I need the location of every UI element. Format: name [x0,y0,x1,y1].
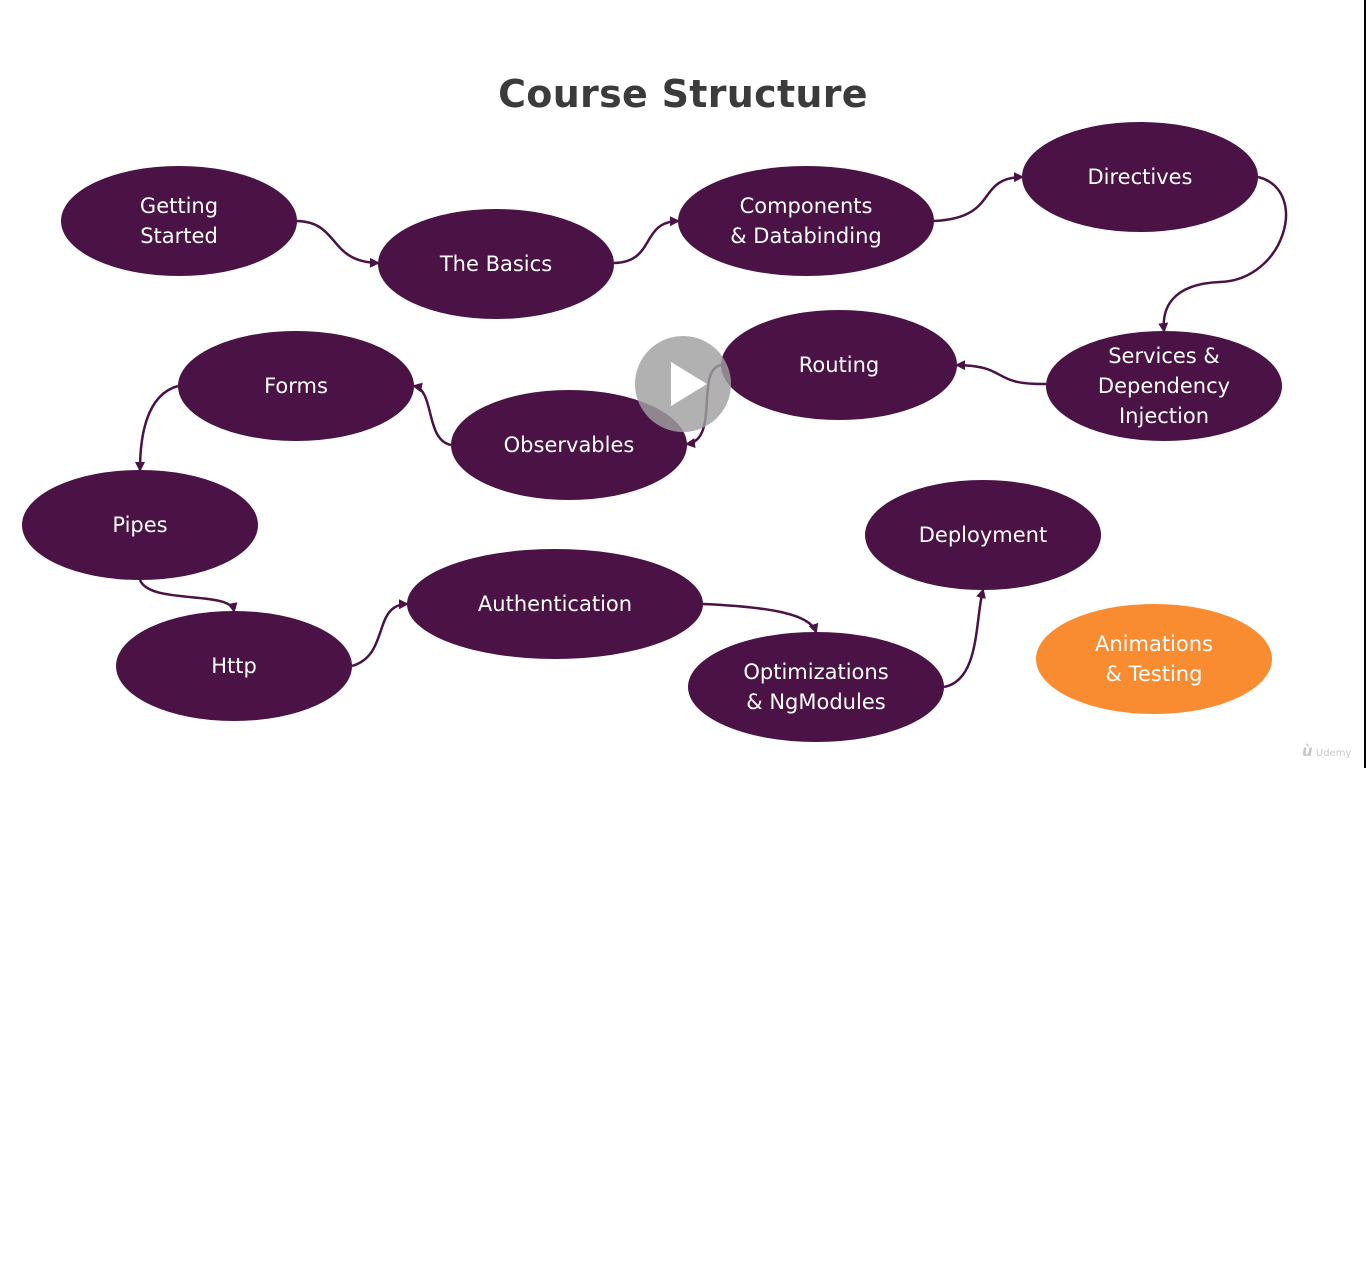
play-icon [671,362,707,406]
node-animations-testing: Animations & Testing [1036,604,1272,714]
node-forms: Forms [178,331,414,441]
node-deployment: Deployment [865,480,1101,590]
edge-directives-to-services-dependency-injection [1158,175,1288,333]
slide-edge [1364,0,1366,768]
edge-observables-to-forms [412,382,452,447]
node-directives: Directives [1022,122,1258,232]
node-label-routing: Routing [799,353,880,377]
node-label-optimizations-ngmodules: & NgModules [746,690,885,714]
node-shape-optimizations-ngmodules [688,632,944,742]
node-shape-components-databinding [678,166,934,276]
node-shape-animations-testing [1036,604,1272,714]
edge-forms-to-pipes [135,384,179,472]
node-label-services-dependency-injection: Dependency [1098,374,1230,398]
edge-the-basics-to-components-databinding [613,216,680,265]
edge-getting-started-to-the-basics [296,219,380,268]
node-label-observables: Observables [504,433,635,457]
edge-http-to-authentication [351,599,409,668]
edge-components-databinding-to-directives [933,172,1024,223]
node-the-basics: The Basics [378,209,614,319]
node-routing: Routing [721,310,957,420]
node-label-pipes: Pipes [112,513,167,537]
node-shape-services-dependency-injection [1046,331,1282,441]
node-label-components-databinding: & Databinding [730,224,881,248]
node-label-services-dependency-injection: Services & [1108,344,1220,368]
node-shape-pipes [22,470,258,580]
edge-optimizations-ngmodules-to-deployment [943,588,986,689]
node-shape-observables [451,390,687,500]
slide-title: Course Structure [498,72,868,116]
node-optimizations-ngmodules: Optimizations & NgModules [688,632,944,742]
node-label-the-basics: The Basics [439,252,552,276]
node-label-services-dependency-injection: Injection [1119,404,1209,428]
node-label-http: Http [211,654,257,678]
node-label-optimizations-ngmodules: Optimizations [743,660,888,684]
node-shape-the-basics [378,209,614,319]
edges [135,172,1288,689]
node-observables: Observables [451,390,687,500]
udemy-logo-icon: ù [1302,742,1313,760]
node-shape-routing [721,310,957,420]
node-http: Http [116,611,352,721]
edge-pipes-to-http [138,579,238,613]
node-label-animations-testing: Animations [1095,632,1213,656]
node-components-databinding: Components & Databinding [678,166,934,276]
node-shape-getting-started [61,166,297,276]
node-authentication: Authentication [407,549,703,659]
node-label-authentication: Authentication [478,592,632,616]
edge-authentication-to-optimizations-ngmodules [702,602,819,634]
node-shape-deployment [865,480,1101,590]
node-shape-http [116,611,352,721]
node-label-directives: Directives [1088,165,1193,189]
watermark-text: Udemy [1315,748,1352,759]
play-button[interactable] [635,336,731,432]
node-shape-authentication [407,549,703,659]
node-label-forms: Forms [264,374,328,398]
node-shape-forms [178,331,414,441]
udemy-watermark: ù Udemy [1302,742,1351,760]
edge-services-dependency-injection-to-routing [955,360,1047,386]
node-label-getting-started: Getting [140,194,218,218]
node-pipes: Pipes [22,470,258,580]
node-label-components-databinding: Components [740,194,873,218]
node-label-animations-testing: & Testing [1106,662,1203,686]
node-label-getting-started: Started [140,224,218,248]
node-label-deployment: Deployment [919,523,1047,547]
node-shape-directives [1022,122,1258,232]
